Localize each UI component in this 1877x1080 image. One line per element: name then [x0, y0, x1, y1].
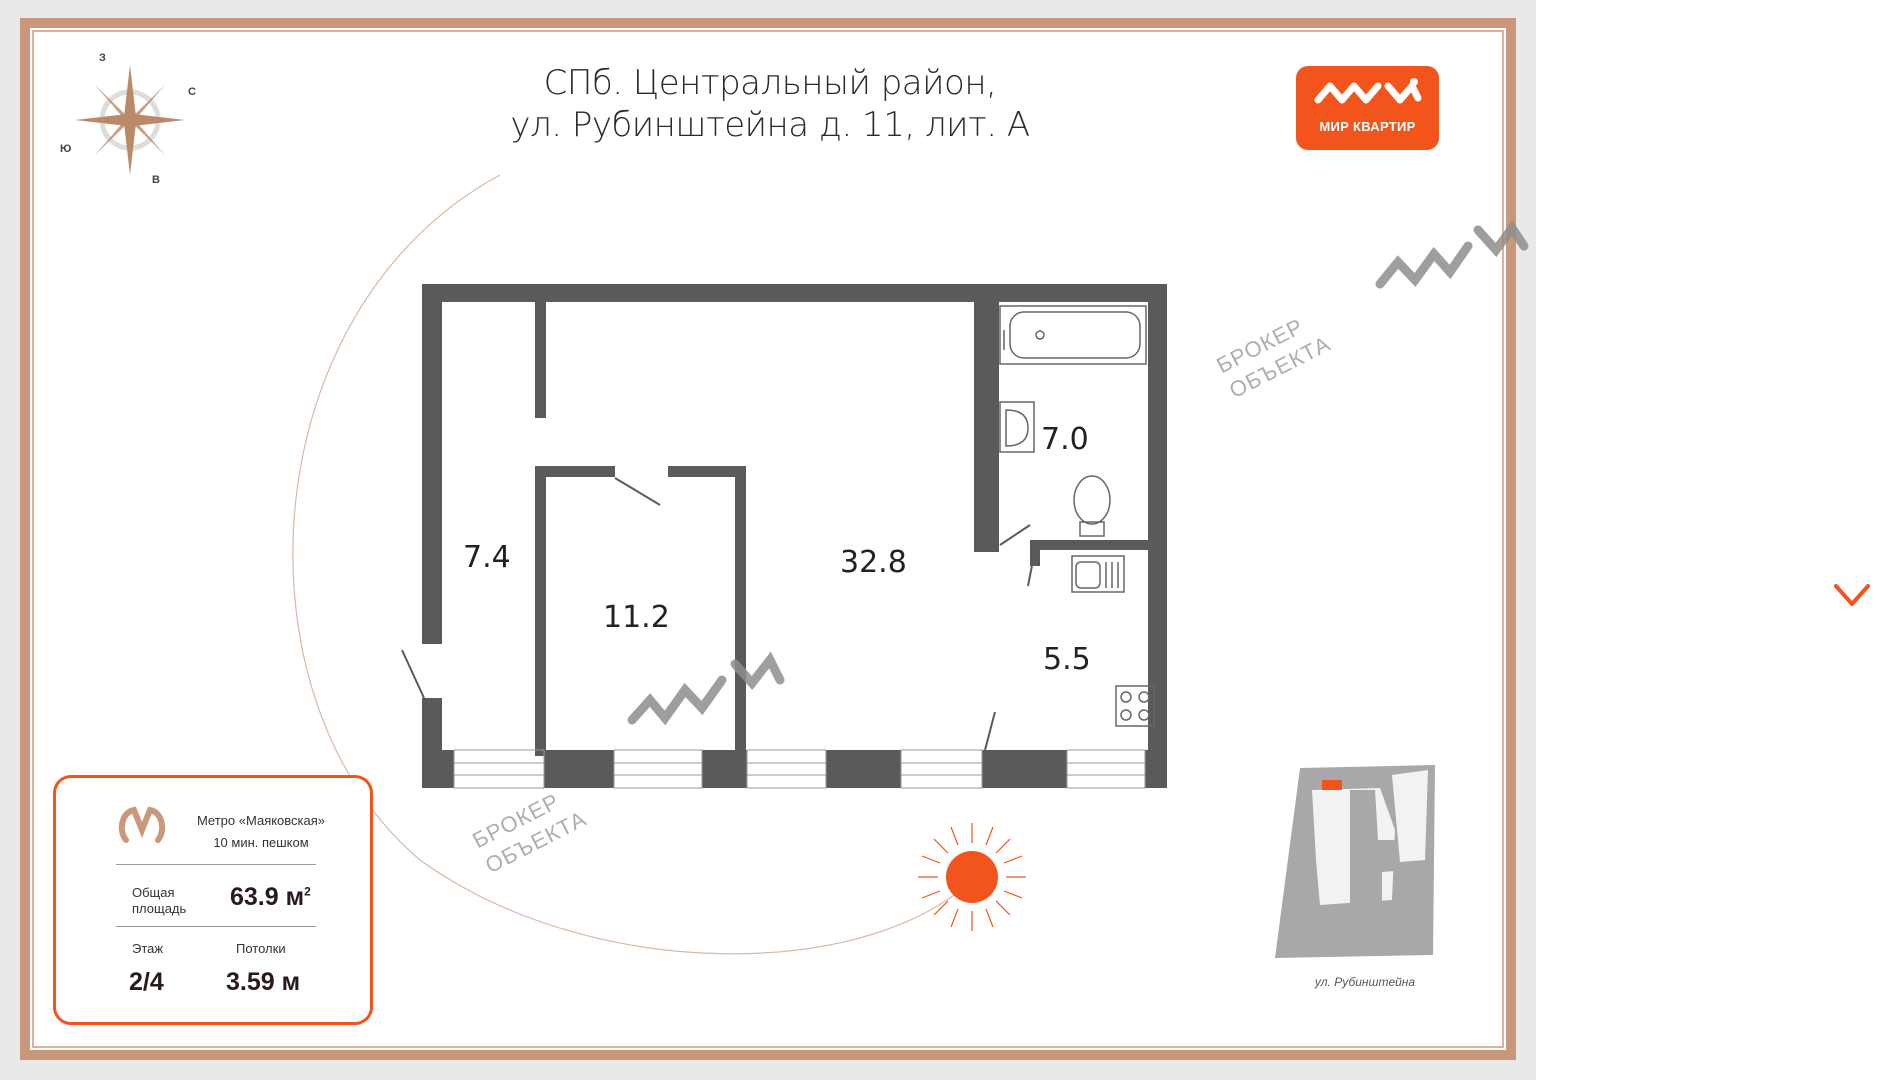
sink-icon	[999, 401, 1035, 453]
total-area-label: Общая площадь	[132, 885, 187, 916]
compass-north-label: С	[188, 86, 196, 98]
watermark-logo-icon	[627, 220, 1529, 726]
address-line-1: СПб. Центральный район,	[543, 63, 997, 103]
room-area-label: 11.2	[603, 600, 670, 635]
sun-icon	[918, 823, 1026, 931]
room-area-label: 7.0	[1041, 422, 1089, 457]
address-title: СПб. Центральный район, ул. Рубинштейна …	[480, 62, 1060, 146]
metro-logo-icon	[118, 806, 166, 843]
room-area-label: 7.4	[463, 540, 511, 575]
compass-east-label: В	[152, 174, 160, 186]
company-logo: МИР КВАРТИР	[1296, 66, 1439, 150]
address-line-2: ул. Рубинштейна д. 11, лит. А	[510, 105, 1030, 145]
metro-info: Метро «Маяковская» 10 мин. пешком	[196, 813, 326, 850]
room-area-label: 5.5	[1043, 642, 1091, 677]
compass-west-label: З	[99, 52, 106, 64]
stove-icon	[1115, 685, 1155, 727]
walls	[422, 284, 1167, 788]
moon-icon	[488, 137, 515, 185]
floor-label: Этаж	[132, 941, 164, 956]
logo-text: МИР КВАРТИР	[1319, 119, 1416, 134]
total-area-value: 63.9 м2	[230, 883, 311, 911]
windows	[453, 749, 1146, 789]
toilet-icon	[1073, 475, 1111, 537]
street-label: ул. Рубинштейна	[1314, 975, 1416, 989]
compass-south-label: Ю	[60, 143, 72, 155]
compass-rose-icon	[75, 65, 185, 175]
chevron-right-icon[interactable]	[1832, 578, 1872, 618]
logo-mark-icon	[1314, 78, 1422, 104]
ceiling-value: 3.59 м	[226, 968, 301, 996]
ceiling-label: Потолки	[236, 941, 286, 956]
bathtub-icon	[999, 305, 1147, 365]
kitchen-sink-icon	[1071, 555, 1125, 593]
apartment-info-card: Метро «Маяковская» 10 мин. пешком Общая …	[53, 775, 373, 1025]
site-plan-map	[1275, 765, 1435, 958]
doors	[401, 477, 1036, 751]
floor-value: 2/4	[129, 968, 164, 996]
floor-plan-drawing	[292, 137, 1529, 958]
room-area-label: 32.8	[840, 545, 907, 580]
floor-plan-sheet: СПб. Центральный район, ул. Рубинштейна …	[0, 0, 1536, 1080]
